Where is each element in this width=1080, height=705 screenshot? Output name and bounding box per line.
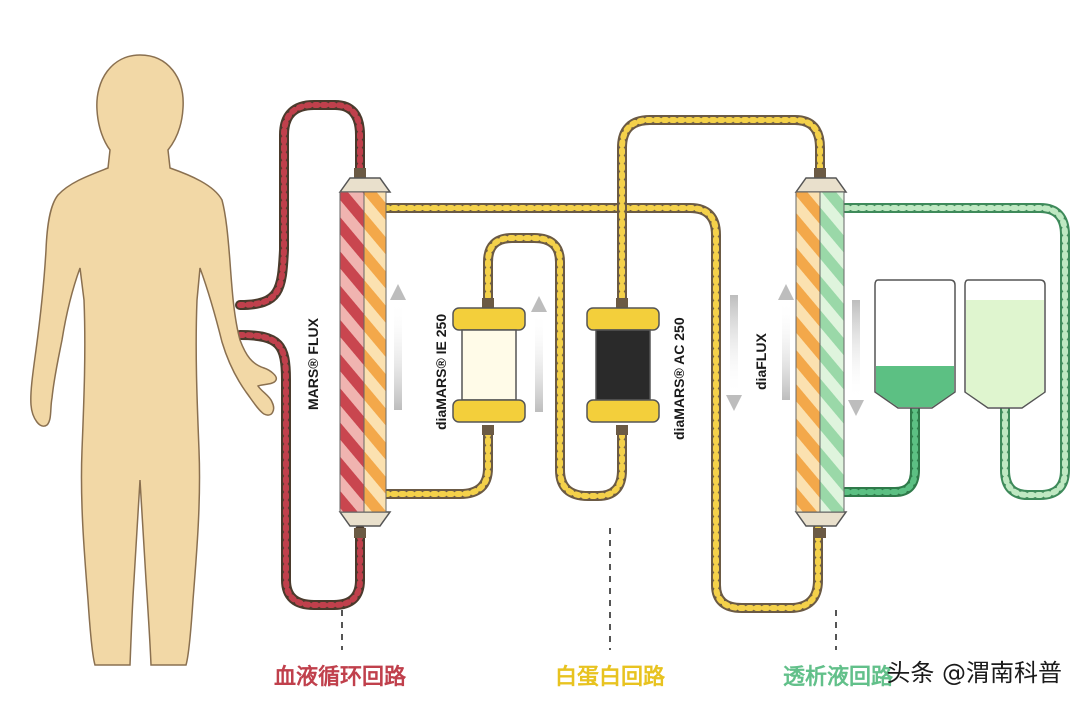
dialysate-bag-used bbox=[874, 279, 956, 409]
label-blood-circuit: 血液循环回路 bbox=[274, 664, 407, 690]
watermark-text: 头条 @渭南科普 bbox=[886, 659, 1062, 687]
blood-circuit-tubes bbox=[235, 100, 365, 610]
dialysate-circuit-tubes bbox=[840, 203, 1070, 500]
arrow-up-icon bbox=[531, 296, 547, 412]
albumin-circuit-tubes bbox=[380, 115, 825, 613]
label-leaders bbox=[341, 528, 837, 650]
diamars-ie-column bbox=[452, 298, 526, 435]
arrow-down-icon bbox=[726, 295, 742, 411]
mars-flux-filter bbox=[338, 168, 392, 538]
label-mars-flux: MARS® FLUX bbox=[305, 317, 321, 410]
label-diamars-ie: diaMARS® IE 250 bbox=[433, 314, 449, 430]
label-dialysate-circuit: 透析液回路 bbox=[783, 664, 894, 690]
flow-arrows bbox=[390, 284, 864, 416]
label-diaflux: diaFLUX bbox=[753, 333, 769, 390]
arrow-up-icon bbox=[778, 284, 794, 400]
diamars-ac-column bbox=[586, 298, 660, 435]
label-diamars-ac: diaMARS® AC 250 bbox=[671, 317, 687, 440]
arrow-up-icon bbox=[390, 284, 406, 410]
diaflux-filter bbox=[794, 168, 848, 538]
arrow-down-icon bbox=[848, 300, 864, 416]
label-albumin-circuit: 白蛋白回路 bbox=[555, 664, 666, 690]
human-body-silhouette bbox=[30, 54, 278, 666]
dialysate-bag-fresh bbox=[964, 279, 1046, 409]
